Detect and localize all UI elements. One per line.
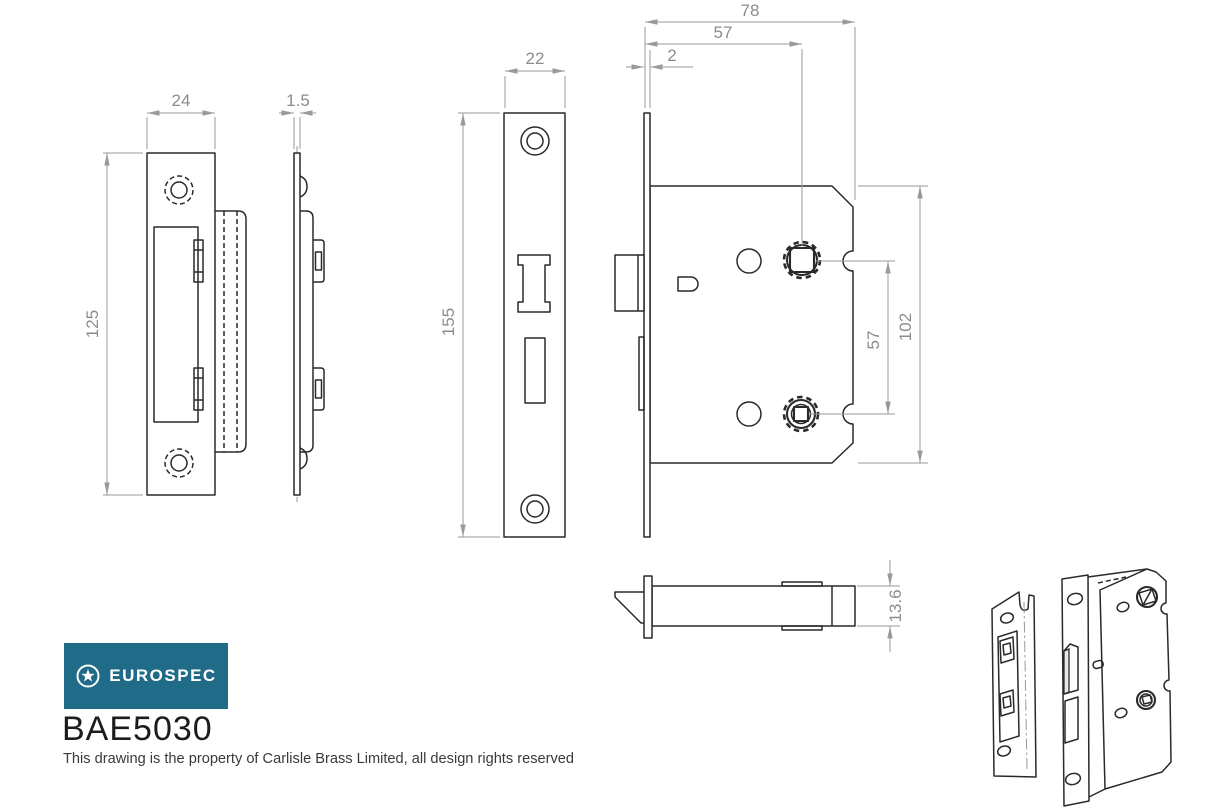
strike-side-tab	[313, 367, 325, 411]
strike-side-tab-inner	[314, 379, 323, 399]
dim-label-102: 102	[896, 313, 915, 341]
iso-spindle-diagonal	[1142, 588, 1153, 606]
screw-hole-ring	[520, 494, 550, 524]
spindle-follower-dashed	[782, 240, 822, 280]
latch-bolt-edge	[614, 254, 645, 312]
strike-latch-cutout	[153, 226, 199, 423]
dim-label-24: 24	[172, 91, 191, 110]
faceplate-plan	[643, 575, 653, 639]
lock-body-dimensions: 78 57 2 102 57	[626, 1, 928, 464]
screw-hole-countersink	[164, 175, 194, 205]
product-code: BAE5030	[62, 710, 213, 748]
strike-plate-outline	[146, 152, 216, 496]
eurospec-logo: EUROSPEC	[64, 643, 228, 709]
iso-spindle-square	[1138, 588, 1157, 606]
turn-square-hole	[792, 405, 810, 423]
iso-d-slot	[1092, 659, 1104, 670]
strike-plate-front-view	[146, 152, 247, 496]
strike-side-box	[300, 210, 314, 453]
strike-side-tab-inner	[314, 251, 323, 271]
brand-name: EUROSPEC	[109, 666, 217, 685]
screw-hole-icon	[170, 181, 188, 199]
dim-label-22: 22	[526, 49, 545, 68]
dim-label-57-backset: 57	[714, 23, 733, 42]
iso-deadbolt	[1064, 696, 1079, 744]
screw-hole-countersink	[164, 448, 194, 478]
keeper-tab	[193, 367, 204, 411]
screw-hole-ring	[520, 126, 550, 156]
dim-label-2: 2	[667, 46, 676, 65]
copyright-note: This drawing is the property of Carlisle…	[63, 751, 574, 767]
dim-label-125: 125	[83, 310, 102, 338]
case-plan-outline	[651, 585, 856, 627]
iso-case-top-edge	[1087, 568, 1148, 578]
strike-side-plate	[293, 152, 301, 496]
faceplate-outline	[503, 112, 566, 538]
case-lug	[781, 625, 823, 631]
iso-screw-hole	[1066, 592, 1084, 606]
faceplate-edge	[643, 112, 651, 538]
spindle-square-hole	[788, 246, 816, 274]
latch-nose-plan	[614, 591, 644, 624]
iso-spindle-follower	[1135, 585, 1159, 609]
iso-strike-outline	[991, 591, 1037, 778]
faceplate-front-view	[503, 112, 566, 538]
iso-fixing-hole	[1114, 707, 1128, 719]
iso-strike-centerline	[1023, 601, 1028, 773]
iso-strike-plate	[991, 591, 1037, 778]
faceplate-dimensions: 22 155	[439, 49, 566, 538]
dim-label-57-centres: 57	[864, 331, 883, 350]
case-lug	[781, 581, 823, 587]
iso-latch-bevel	[1063, 648, 1070, 695]
iso-fixing-hole	[1116, 601, 1130, 613]
iso-case-top-dash	[1097, 576, 1127, 584]
iso-screw-hole	[1064, 772, 1082, 786]
iso-turn-square	[1141, 694, 1153, 705]
lock-top-view	[614, 575, 856, 639]
iso-keeper-tab	[999, 636, 1015, 664]
dim-label-78: 78	[741, 1, 760, 20]
iso-screw-hole	[996, 745, 1012, 757]
strike-side-bump-top	[299, 175, 308, 198]
iso-case-bottom-edge	[1088, 788, 1106, 798]
screw-hole-icon	[170, 454, 188, 472]
iso-case-outline	[1099, 568, 1172, 790]
strike-dust-box	[215, 210, 247, 453]
dim-label-1p5: 1.5	[286, 91, 310, 110]
strike-plate-dimensions: 24 1.5 125	[83, 91, 316, 496]
keeper-tab	[193, 239, 204, 283]
deadbolt-edge	[638, 336, 645, 411]
iso-strike-recess	[997, 630, 1020, 743]
dim-label-155: 155	[439, 308, 458, 336]
dim-label-13p6: 13.6	[886, 589, 905, 622]
iso-lock	[1061, 568, 1172, 807]
iso-turn-follower	[1135, 689, 1157, 711]
top-view-dimensions: 13.6	[857, 560, 905, 652]
d-slot-icon	[677, 276, 699, 292]
strike-side-bump-bottom	[299, 447, 308, 470]
deadbolt-aperture	[524, 337, 546, 404]
lock-body-view	[614, 112, 854, 538]
iso-keeper-tab-inner	[1002, 642, 1012, 656]
strike-plate-side-view	[293, 146, 325, 502]
fixing-hole-icon	[736, 401, 762, 427]
eurospec-star-icon	[76, 664, 100, 688]
iso-keeper-tab	[999, 689, 1015, 717]
strike-side-tab	[313, 239, 325, 283]
screw-hole-icon	[526, 500, 544, 518]
latch-bolt-front	[517, 254, 551, 313]
lock-case-outline	[649, 185, 854, 464]
iso-screw-hole	[999, 612, 1015, 624]
fixing-hole-icon	[736, 248, 762, 274]
screw-hole-icon	[526, 132, 544, 150]
iso-keeper-tab-inner	[1002, 695, 1012, 709]
